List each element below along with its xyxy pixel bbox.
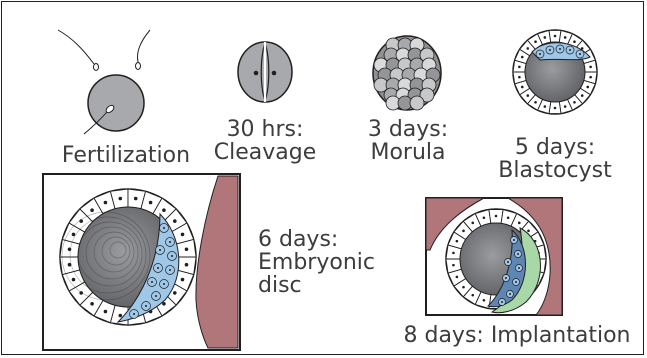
fertilization-illustration bbox=[58, 30, 150, 134]
cleavage-illustration bbox=[238, 42, 292, 102]
morula-illustration bbox=[373, 36, 441, 110]
label-cleavage: 30 hrs: Cleavage bbox=[210, 118, 320, 164]
label-blastocyst: 5 days: Blastocyst bbox=[490, 136, 620, 182]
label-morula: 3 days: Morula bbox=[360, 118, 456, 164]
label-implantation: 8 days: Implantation bbox=[392, 324, 642, 347]
embryonic-disc-illustration bbox=[43, 174, 240, 350]
label-embryonic-disc: 6 days: Embryonic disc bbox=[258, 228, 375, 297]
implantation-illustration bbox=[426, 198, 562, 315]
blastocyst-illustration bbox=[513, 30, 597, 114]
label-fertilization: Fertilization bbox=[56, 144, 196, 167]
